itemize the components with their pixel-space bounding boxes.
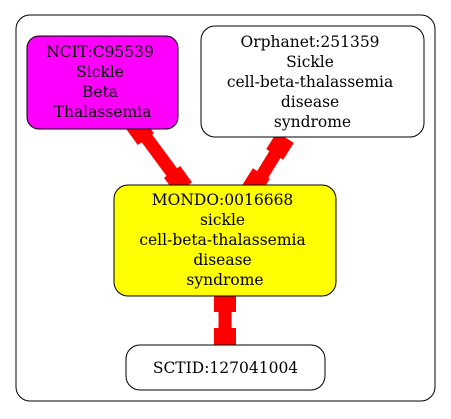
node-sctid-line: SCTID:127041004 — [153, 359, 298, 377]
node-mondo-box — [113, 184, 337, 297]
node-orphanet-box — [200, 25, 425, 138]
node-mondo-line: syndrome — [186, 271, 263, 289]
node-ncit: NCIT:C95539 Sickle Beta Thalassemia — [26, 35, 179, 130]
node-ncit-line: NCIT:C95539 — [46, 43, 154, 61]
cluster-boundary — [15, 14, 436, 402]
node-mondo: MONDO:0016668 sickle cell-beta-thalassem… — [113, 184, 337, 297]
node-orphanet-line: cell-beta-thalassemia — [227, 73, 393, 91]
svg-text:SCTID:127041004: SCTID:127041004 — [153, 359, 298, 377]
node-mondo-line: sickle — [200, 211, 245, 229]
edge-mondo-to-sctid — [214, 292, 236, 350]
node-mondo-line: MONDO:0016668 — [152, 191, 294, 209]
node-ncit-box — [26, 35, 179, 130]
node-mondo-line: cell-beta-thalassemia — [139, 231, 305, 249]
svg-text:Orphanet:251359 Sickle: Orphanet:251359 Sickle cell-beta-thalass… — [227, 33, 398, 131]
node-orphanet: Orphanet:251359 Sickle cell-beta-thalass… — [200, 25, 425, 138]
svg-text:MONDO:0016668 sickle: MONDO:0016668 sickle cell-beta-thalassem… — [139, 191, 310, 289]
node-mondo-line: disease — [193, 251, 251, 269]
node-sctid: SCTID:127041004 — [125, 344, 326, 391]
edge-mondo-to-sctid-head-marker — [214, 328, 236, 348]
node-orphanet-line: syndrome — [274, 113, 351, 131]
edge-mondo-to-sctid-tail-marker — [214, 292, 236, 312]
edge-orphanet-to-mondo-tail-marker — [266, 132, 294, 160]
svg-text:NCIT:C95539 Sickle: NCIT:C95539 Sickle Beta Thalassemia — [46, 43, 159, 121]
node-orphanet-line: Orphanet:251359 — [241, 33, 380, 51]
node-ncit-line: Beta — [82, 83, 118, 101]
node-orphanet-line: disease — [281, 93, 339, 111]
node-ncit-line: Sickle — [76, 63, 124, 81]
node-ncit-line: Thalassemia — [54, 103, 152, 121]
node-sctid-box — [125, 344, 326, 391]
node-orphanet-line: Sickle — [286, 53, 334, 71]
